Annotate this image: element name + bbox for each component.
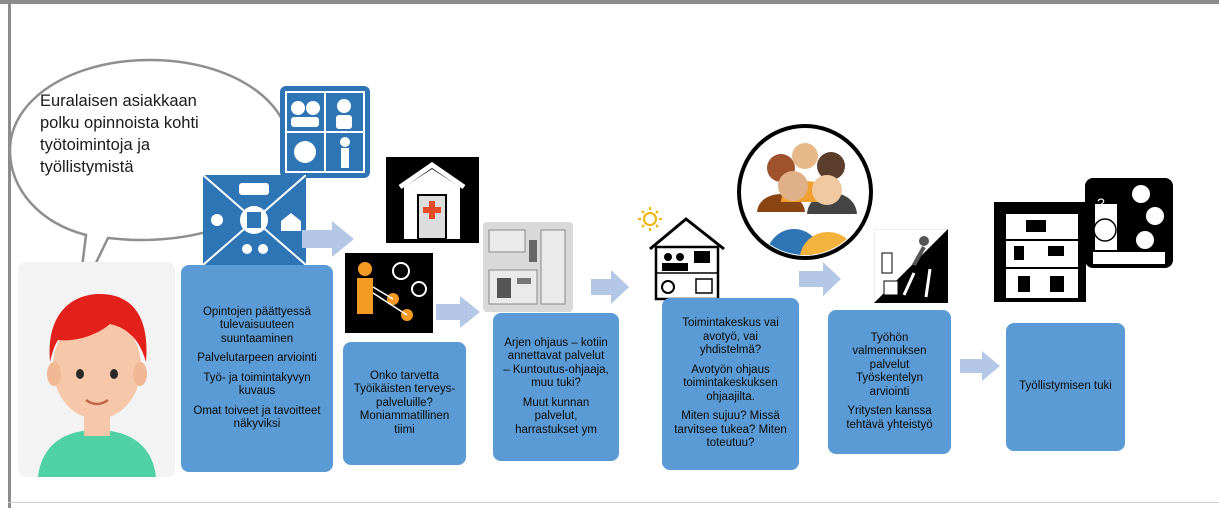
thinking-person-icon: ? (1085, 178, 1173, 268)
frame-bottom-border (8, 502, 1219, 503)
step-box-activity-center: Toimintakeskus vai avotyö, vai yhdistelm… (662, 298, 799, 470)
bubble-text: Euralaisen asiakkaan polku opinnoista ko… (40, 90, 240, 178)
people-emotions-icon (280, 86, 370, 178)
health-center-icon (386, 157, 479, 243)
step-text: Omat toiveet ja tavoitteet näkyviksi (193, 404, 321, 431)
services-overview-icon (203, 175, 306, 265)
bubble-line: työllistymistä (40, 158, 134, 176)
step-text: Työllistymisen tuki (1019, 380, 1112, 393)
work-tools-icon (874, 229, 948, 303)
step-text: Miten sujuu? Missä tarvitsee tukea? Mite… (674, 410, 787, 450)
step-text: Avotyön ohjaus toimintakeskuksen ohjaaji… (683, 363, 778, 403)
frame-left-border (8, 0, 11, 508)
flow-arrow (799, 262, 841, 296)
flow-arrow (302, 221, 354, 257)
step-box-studies-end: Opintojen päättyessä tulevaisuuteen suun… (181, 265, 333, 472)
frame-top-border (0, 0, 1219, 4)
step-box-everyday-guidance: Arjen ohjaus – kotiin annettavat palvelu… (493, 313, 619, 461)
bubble-line: polku opinnoista kohti (40, 114, 199, 132)
step-text: Arjen ohjaus – kotiin annettavat palvelu… (503, 336, 609, 390)
svg-text:?: ? (1097, 195, 1105, 211)
bubble-line: Euralaisen asiakkaan (40, 92, 197, 110)
home-kitchen-icon (483, 222, 573, 312)
flow-arrow (436, 296, 480, 328)
health-checkup-icon (345, 253, 433, 333)
workplace-building-icon (990, 200, 1088, 304)
step-text: Työ- ja toimintakyvyn kuvaus (203, 371, 311, 398)
step-box-work-coaching: Työhön valmennuksen palvelut Työskentely… (828, 310, 951, 454)
step-box-health-services: Onko tarvetta Työikäisten terveys-palvel… (343, 342, 466, 465)
step-text: Toimintakeskus vai avotyö, vai yhdistelm… (682, 317, 779, 357)
flow-arrow (960, 351, 1000, 381)
flow-arrow (591, 270, 629, 304)
customer-avatar (18, 262, 175, 477)
bubble-line: työtoimintoja ja (40, 136, 151, 154)
step-text: Opintojen päättyessä tulevaisuuteen suun… (202, 305, 312, 345)
step-text: Onko tarvetta Työikäisten terveys-palvel… (353, 369, 456, 436)
group-of-people-icon (735, 122, 875, 262)
step-text: Työhön valmennuksen palvelut Työskentely… (852, 331, 927, 398)
activity-center-icon (636, 205, 733, 302)
step-box-employment-support: Työllistymisen tuki (1006, 323, 1125, 451)
step-text: Palvelutarpeen arviointi (197, 352, 317, 364)
step-text: Muut kunnan palvelut, harrastukset ym (515, 396, 597, 436)
step-text: Yritysten kanssa tehtävä yhteistyö (846, 405, 933, 431)
